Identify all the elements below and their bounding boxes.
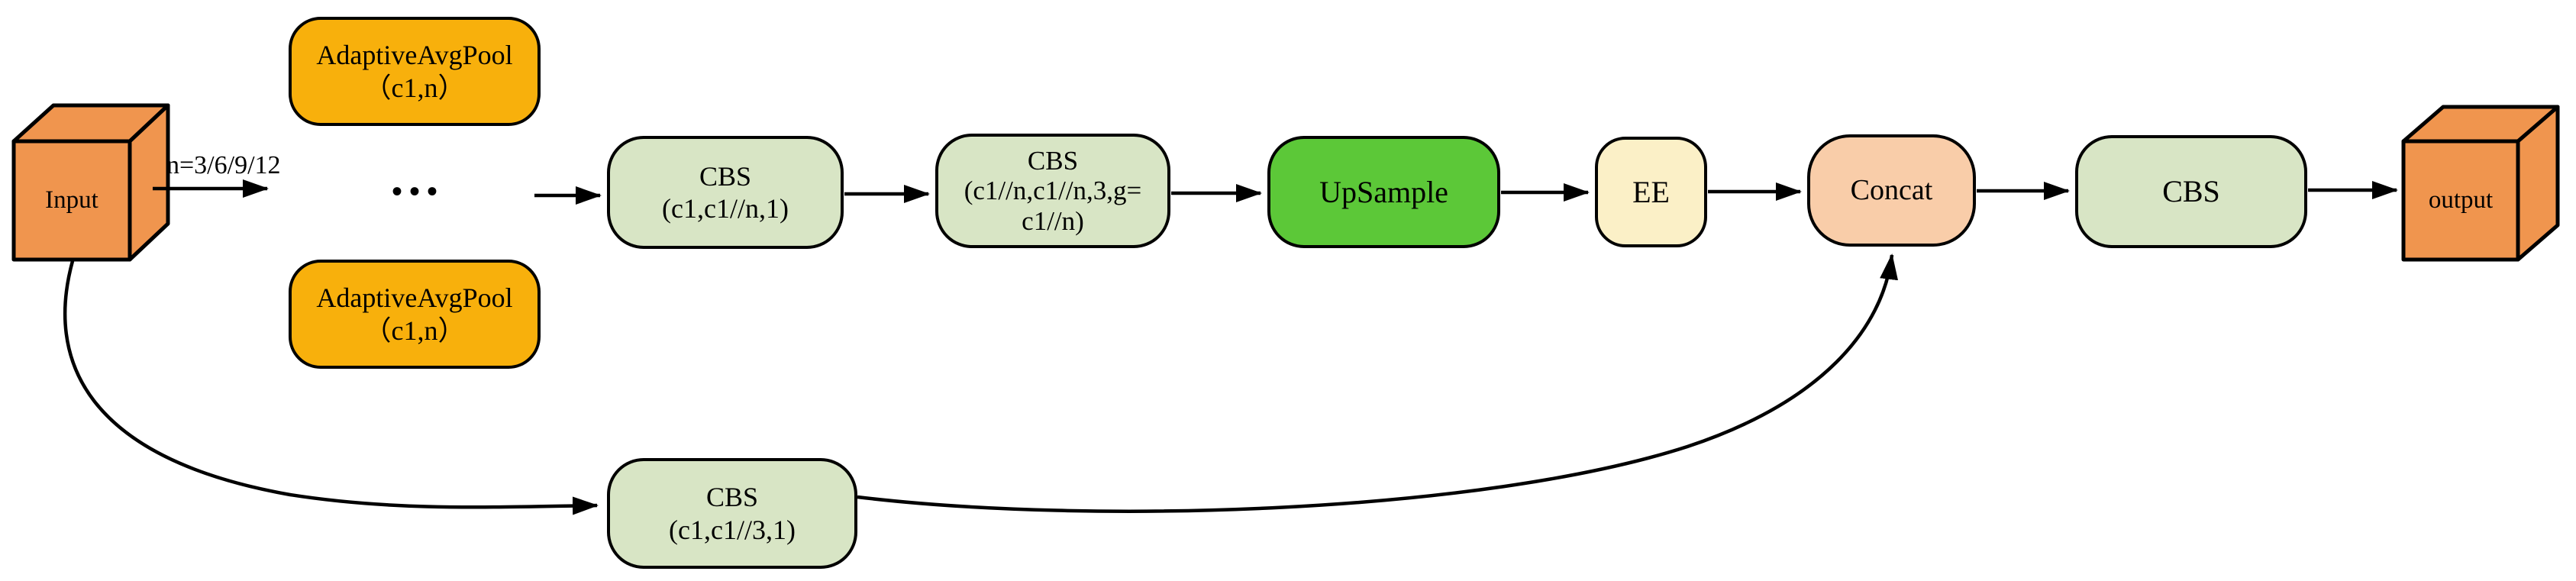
- edge-cbs-skip-to-concat: [857, 253, 1898, 513]
- ee-node: EE: [1595, 137, 1707, 247]
- upsample-node: UpSample: [1267, 136, 1500, 248]
- concat-label: Concat: [1850, 174, 1933, 207]
- cbs-out-label: CBS: [2162, 174, 2220, 209]
- cbs-group-line2: (c1//n,c1//n,3,g=: [964, 176, 1142, 206]
- cbs-skip-line2: (c1,c1//3,1): [669, 514, 796, 545]
- cbs-reduce-line2: (c1,c1//n,1): [662, 193, 789, 224]
- upsample-label: UpSample: [1319, 174, 1448, 209]
- cbs-reduce-line1: CBS: [699, 160, 752, 192]
- concat-node: Concat: [1807, 134, 1976, 247]
- cbs-skip-node: CBS (c1,c1//3,1): [607, 458, 857, 569]
- adaptive-avg-pool-bottom-node: AdaptiveAvgPool （c1,n）: [289, 260, 541, 369]
- cbs-skip-line1: CBS: [705, 482, 759, 513]
- adaptive-avg-pool-top-line2: （c1,n）: [363, 72, 466, 103]
- cbs-out-node: CBS: [2075, 135, 2307, 248]
- input-cube-label: Input: [45, 186, 98, 214]
- branch-ellipsis: •••: [391, 173, 444, 208]
- adaptive-avg-pool-top-node: AdaptiveAvgPool （c1,n）: [289, 17, 541, 126]
- adaptive-avg-pool-bottom-line2: （c1,n）: [363, 315, 466, 346]
- branch-count-label: n=3/6/9/12: [166, 151, 281, 179]
- cbs-group-line3: c1//n): [1022, 205, 1084, 236]
- cbs-reduce-node: CBS (c1,c1//n,1): [607, 136, 844, 249]
- cbs-group-line1: CBS: [1027, 146, 1079, 176]
- output-cube-label: output: [2428, 186, 2494, 214]
- adaptive-avg-pool-top-line1: AdaptiveAvgPool: [316, 40, 513, 71]
- ee-label: EE: [1632, 174, 1670, 209]
- cbs-group-node: CBS (c1//n,c1//n,3,g= c1//n): [935, 134, 1170, 248]
- adaptive-avg-pool-bottom-line1: AdaptiveAvgPool: [316, 282, 513, 314]
